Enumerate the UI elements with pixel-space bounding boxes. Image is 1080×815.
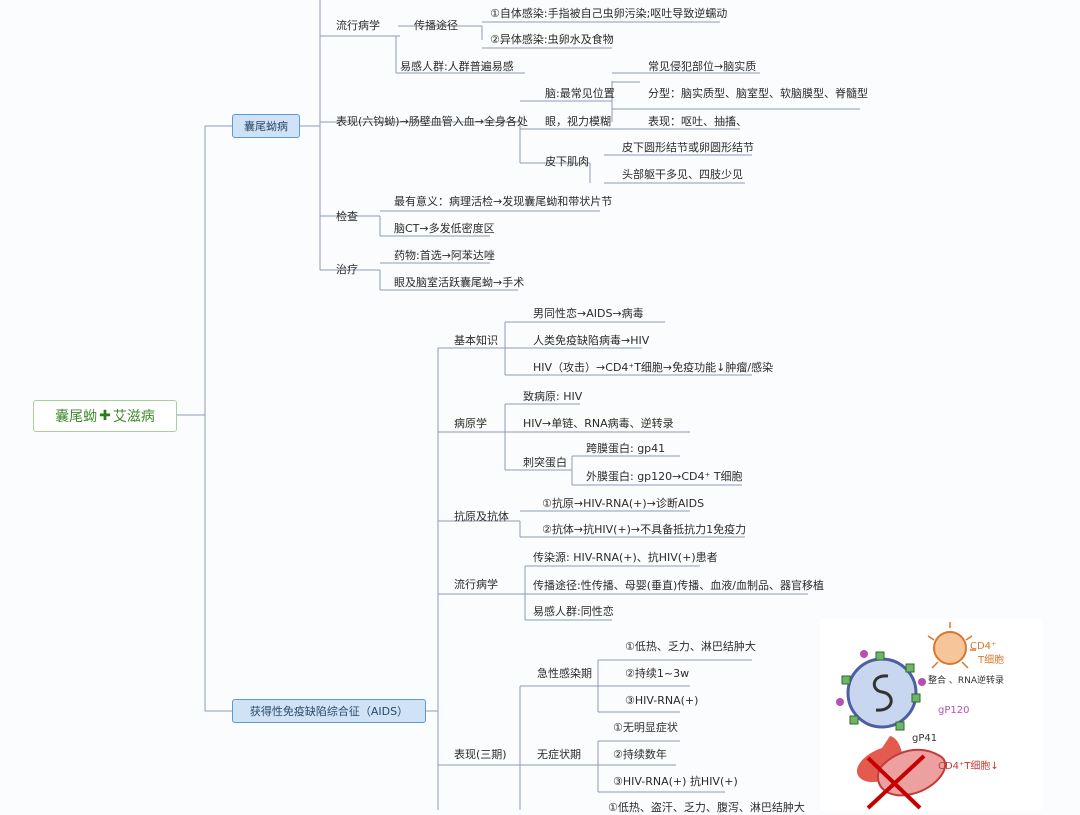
link-root-aids <box>204 415 232 712</box>
node-acute-1[interactable]: ①低热、乏力、淋巴结肿大 <box>625 640 756 653</box>
node-pathogen-2[interactable]: HIV→单链、RNA病毒、逆转录 <box>523 417 674 430</box>
node-asym-2[interactable]: ②持续数年 <box>613 748 667 761</box>
node-aids-epi-1[interactable]: 传染源: HIV-RNA(+)、抗HIV(+)患者 <box>533 551 718 564</box>
node-treat-2[interactable]: 眼及脑室活跃囊尾蚴→手术 <box>394 276 525 289</box>
label-tcell: T细胞 <box>978 655 1005 666</box>
node-aids-epi-3[interactable]: 易感人群:同性恋 <box>533 605 614 618</box>
root-left-label: 囊尾蚴 <box>55 409 98 425</box>
node-asym-1[interactable]: ①无明显症状 <box>613 721 678 734</box>
node-basic-1[interactable]: 男同性恋→AIDS→病毒 <box>533 307 644 320</box>
node-route-1[interactable]: ①自体感染:手指被自己虫卵污染;呕吐导致逆蠕动 <box>490 7 728 20</box>
node-brain-1[interactable]: 常见侵犯部位→脑实质 <box>648 60 757 73</box>
cd4-cell-icon <box>933 631 967 665</box>
node-pathogen[interactable]: 病原学 <box>454 417 487 430</box>
node-route-2[interactable]: ②异体感染:虫卵水及食物 <box>490 33 614 46</box>
node-epidemiology[interactable]: 流行病学 <box>336 19 380 32</box>
topic-aids[interactable]: 获得性免疫缺陷综合征（AIDS） <box>232 699 426 723</box>
root-right-label: 艾滋病 <box>112 409 155 425</box>
plus-icon: ✚ <box>99 408 111 424</box>
node-basic-3[interactable]: HIV（攻击）→CD4⁺T细胞→免疫功能↓肿瘤/感染 <box>533 361 774 374</box>
node-treat-1[interactable]: 药物:首选→阿苯达唑 <box>394 249 495 262</box>
node-gp120[interactable]: 外膜蛋白: gp120→CD4⁺ T细胞 <box>586 470 743 483</box>
node-antigen-1[interactable]: ①抗原→HIV-RNA(+)→诊断AIDS <box>542 497 705 510</box>
node-eye[interactable]: 眼，视力模糊 <box>545 115 611 128</box>
node-aids-epi[interactable]: 流行病学 <box>454 578 498 591</box>
label-gp120: gP120 <box>938 705 970 716</box>
node-stage-3-1[interactable]: ①低热、盗汗、乏力、腹泻、淋巴结肿大 <box>608 801 805 814</box>
node-muscle-1[interactable]: 皮下圆形结节或卵圆形结节 <box>622 141 754 154</box>
node-basic-2[interactable]: 人类免疫缺陷病毒→HIV <box>533 334 650 347</box>
node-antigen-2[interactable]: ②抗体→抗HIV(+)→不具备抵抗力1免疫力 <box>542 523 747 536</box>
label-gp41: gP41 <box>912 733 938 744</box>
hiv-illustration: CD4⁺ T细胞 整合 、RNA逆转录 gP120 gP41 CD4⁺T细胞↓ <box>820 618 1042 810</box>
node-brain[interactable]: 脑:最常见位置 <box>545 87 615 100</box>
node-exam-2[interactable]: 脑CT→多发低密度区 <box>394 222 495 235</box>
node-basic[interactable]: 基本知识 <box>454 334 498 347</box>
node-treat[interactable]: 治疗 <box>336 263 358 276</box>
node-pathogen-1[interactable]: 致病原: HIV <box>523 390 583 403</box>
label-rev: 整合 、RNA逆转录 <box>928 676 1005 686</box>
node-pathogen-3[interactable]: 刺突蛋白 <box>523 456 567 469</box>
node-acute-3[interactable]: ③HIV-RNA(+) <box>625 694 699 707</box>
node-asym[interactable]: 无症状期 <box>537 748 581 761</box>
node-route[interactable]: 传播途径 <box>414 19 458 32</box>
node-muscle[interactable]: 皮下肌肉 <box>545 155 589 168</box>
label-cd4-decrease: CD4⁺T细胞↓ <box>938 761 999 772</box>
topic-cysticercosis[interactable]: 囊尾蚴病 <box>232 114 300 138</box>
node-exam[interactable]: 检查 <box>336 210 358 223</box>
node-antigen[interactable]: 抗原及抗体 <box>454 510 509 523</box>
label-cd4: CD4⁺ <box>970 641 997 652</box>
node-brain-3[interactable]: 表现：呕吐、抽搐、 <box>648 115 747 128</box>
node-susceptible[interactable]: 易感人群:人群普遍易感 <box>400 60 514 73</box>
node-exam-1[interactable]: 最有意义：病理活检→发现囊尾蚴和带状片节 <box>394 195 613 208</box>
node-stages[interactable]: 表现(三期) <box>454 748 507 761</box>
node-brain-2[interactable]: 分型：脑实质型、脑室型、软脑膜型、脊髓型 <box>648 87 868 100</box>
node-muscle-2[interactable]: 头部躯干多见、四肢少见 <box>622 168 743 181</box>
node-acute[interactable]: 急性感染期 <box>537 667 592 680</box>
node-manifest[interactable]: 表现(六钩蚴)→肠壁血管入血→全身各处 <box>336 115 529 128</box>
node-aids-epi-2[interactable]: 传播途径:性传播、母婴(垂直)传播、血液/血制品、器官移植 <box>533 579 824 592</box>
link-root-cyst <box>175 125 232 416</box>
root-node[interactable]: 囊尾蚴 ✚ 艾滋病 <box>33 400 177 432</box>
node-acute-2[interactable]: ②持续1~3w <box>625 667 690 680</box>
node-gp41[interactable]: 跨膜蛋白: gp41 <box>586 442 666 455</box>
node-asym-3[interactable]: ③HIV-RNA(+) 抗HIV(+) <box>613 775 738 788</box>
